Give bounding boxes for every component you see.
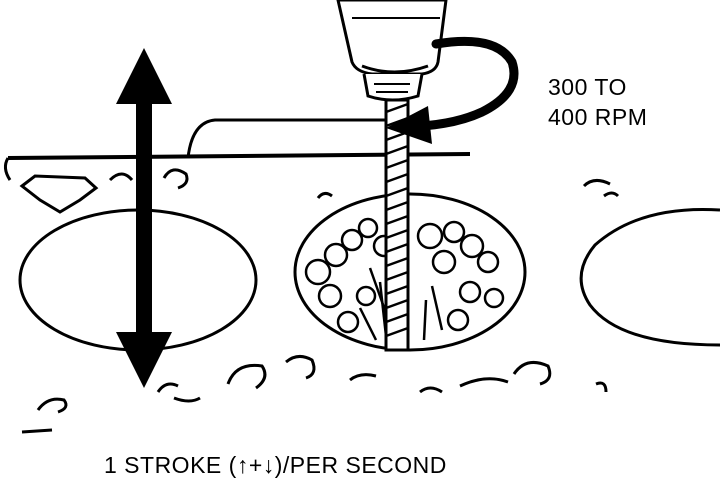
curved-rotation-arrow-icon (386, 36, 519, 144)
drill-chuck (336, 0, 448, 102)
double-vertical-arrow-icon (116, 48, 172, 388)
down-arrow-icon: ↓ (262, 452, 275, 478)
casting-marks (19, 168, 620, 434)
leader-line (186, 118, 386, 159)
up-arrow-icon: ↑ (236, 452, 249, 478)
center-cylinder-bore (293, 192, 527, 352)
deck-edge-curve (3, 157, 12, 181)
rpm-label-line2: 400 RPM (548, 104, 648, 130)
right-cylinder-bore (579, 207, 720, 347)
rpm-label-line1: 300 TO (548, 74, 627, 100)
rpm-label: 300 TO 400 RPM (548, 72, 647, 132)
stroke-label-plus: + (248, 452, 263, 478)
stroke-rate-label: 1 STROKE (↑+↓)/PER SECOND (104, 450, 447, 480)
stroke-label-prefix: 1 STROKE ( (104, 452, 237, 478)
stroke-label-suffix: )/PER SECOND (274, 452, 447, 478)
hone-shaft (384, 98, 410, 352)
